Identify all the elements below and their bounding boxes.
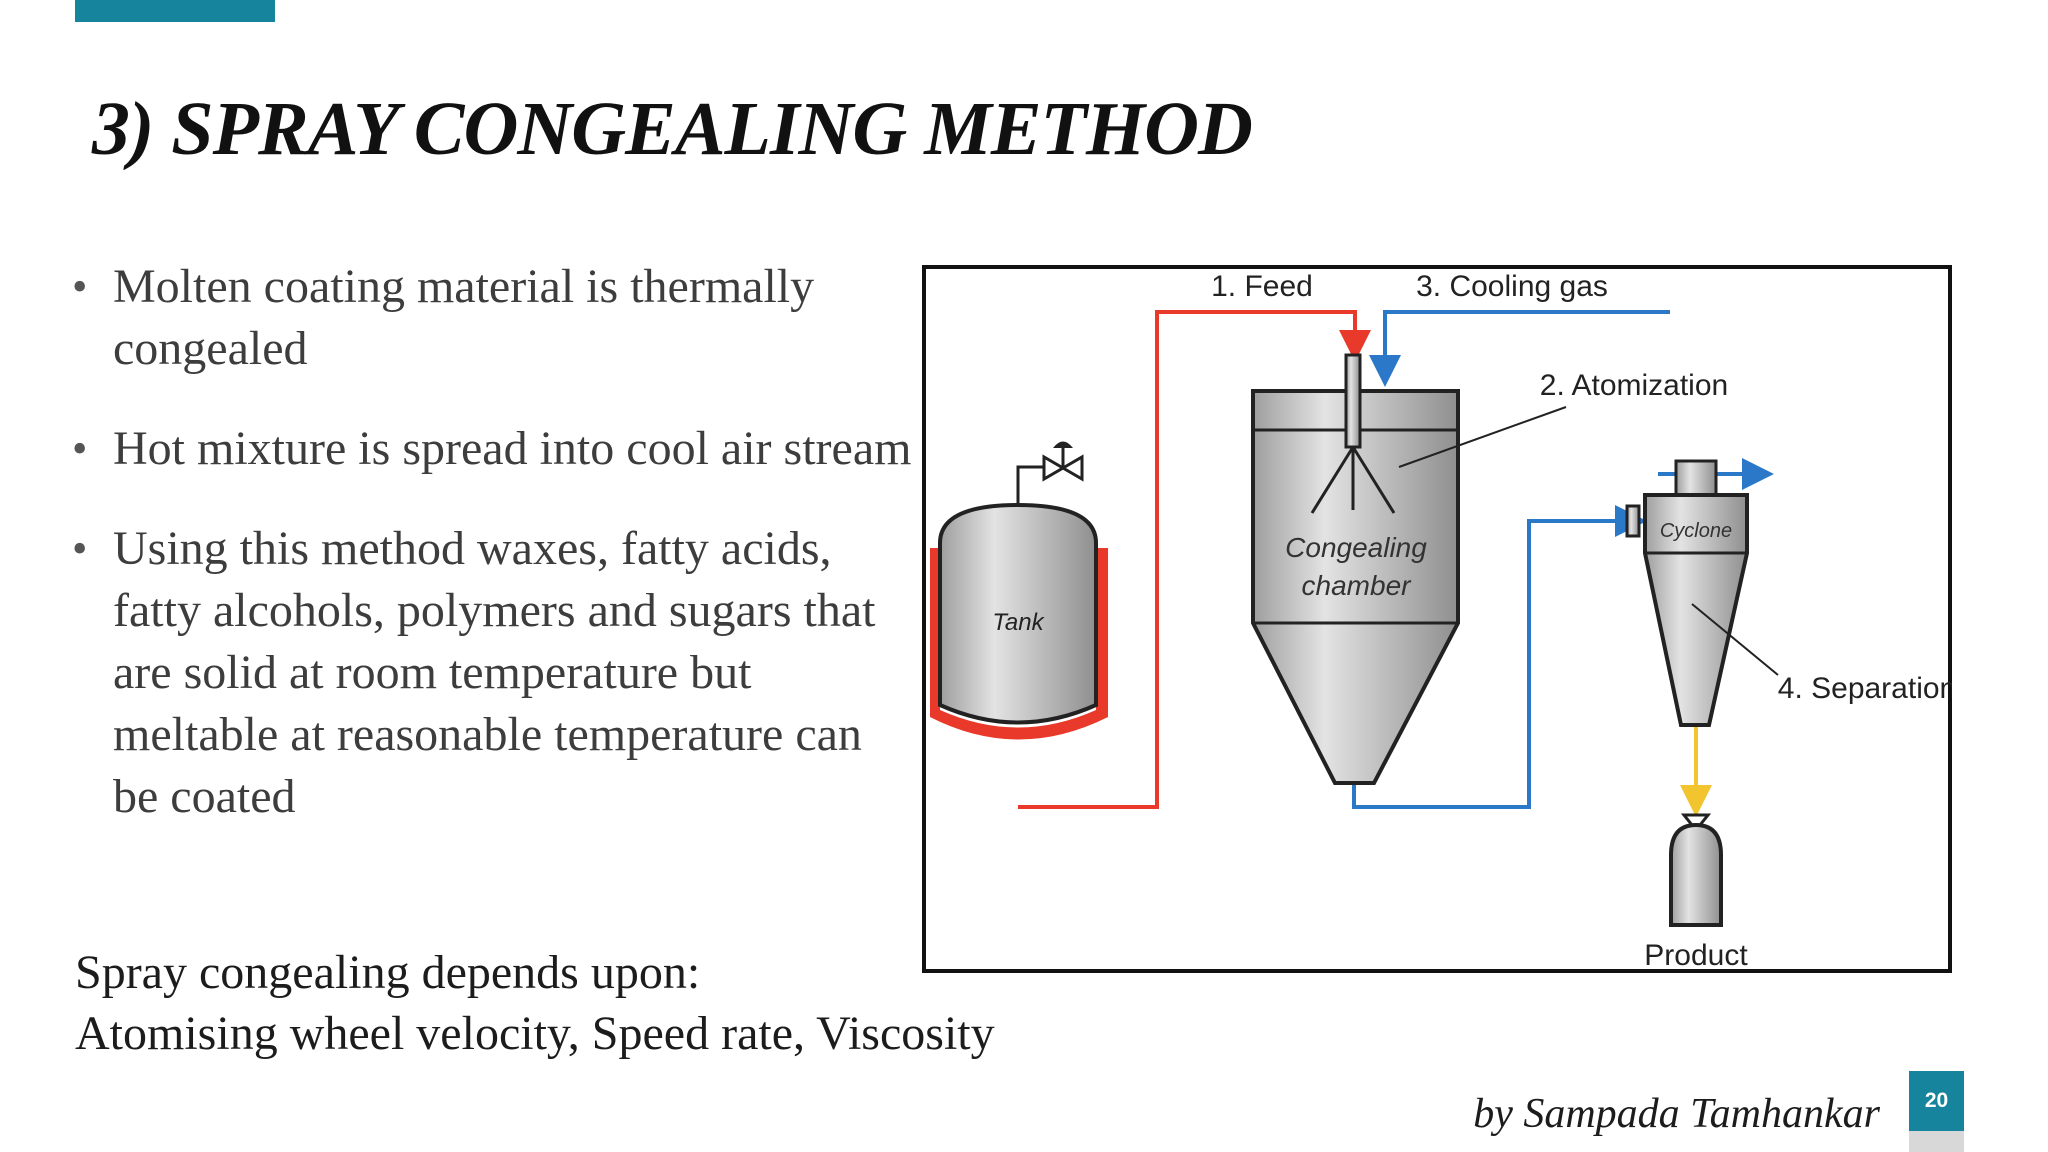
valve-icon — [1042, 441, 1084, 482]
depends-factors: Atomising wheel velocity, Speed rate, Vi… — [75, 1007, 995, 1060]
tank-label: Tank — [992, 609, 1045, 636]
product-container — [1669, 813, 1723, 927]
cyclone: Cyclone — [1625, 459, 1749, 727]
atomizer-nozzle — [1344, 353, 1362, 449]
chamber-label-line2: chamber — [1302, 570, 1413, 601]
cyclone-inlet — [1625, 504, 1641, 538]
product-label: Product — [1644, 939, 1748, 972]
separation-leader — [1691, 603, 1779, 676]
page-number-stub — [1909, 1131, 1964, 1152]
cyclone-label: Cyclone — [1660, 520, 1732, 542]
depends-text: Spray congealing depends upon: Atomising… — [75, 942, 1175, 1064]
accent-bar — [75, 0, 275, 22]
chamber-label-line1: Congealing — [1285, 532, 1427, 563]
bullet-list: Molten coating material is thermally con… — [72, 256, 912, 866]
spray-congealing-diagram: Tank Congealing chamber Cyclone — [922, 265, 1952, 975]
spray-pattern — [1310, 446, 1396, 514]
bullet-item: Using this method waxes, fatty acids, fa… — [72, 518, 912, 828]
tank-body — [938, 502, 1098, 725]
depends-heading: Spray congealing depends upon: — [75, 946, 701, 999]
atomization-leader — [1398, 406, 1567, 468]
cooling-gas-label: 3. Cooling gas — [1416, 270, 1608, 303]
transfer-line — [1352, 505, 1647, 809]
tank: Tank — [930, 441, 1108, 740]
tank-vent-pipe — [1016, 465, 1044, 505]
cyclone-outlet — [1674, 459, 1718, 497]
slide-title: 3) SPRAY CONGEALING METHOD — [92, 87, 1253, 171]
separation-label: 4. Separation — [1778, 672, 1952, 705]
product-bottle — [1669, 822, 1723, 927]
process-flow-svg: Tank Congealing chamber Cyclone — [922, 265, 1952, 973]
tank-jacket — [930, 548, 1108, 740]
author-credit: by Sampada Tamhankar — [1473, 1091, 1880, 1137]
page-number: 20 — [1909, 1071, 1964, 1131]
cooling-gas-line — [1369, 310, 1670, 387]
bullet-item: Molten coating material is thermally con… — [72, 256, 912, 380]
feed-label: 1. Feed — [1211, 270, 1313, 303]
bullet-item: Hot mixture is spread into cool air stre… — [72, 418, 912, 480]
congealing-chamber: Congealing chamber — [1251, 353, 1460, 785]
feed-line — [1018, 310, 1371, 809]
atomization-label: 2. Atomization — [1540, 369, 1728, 402]
